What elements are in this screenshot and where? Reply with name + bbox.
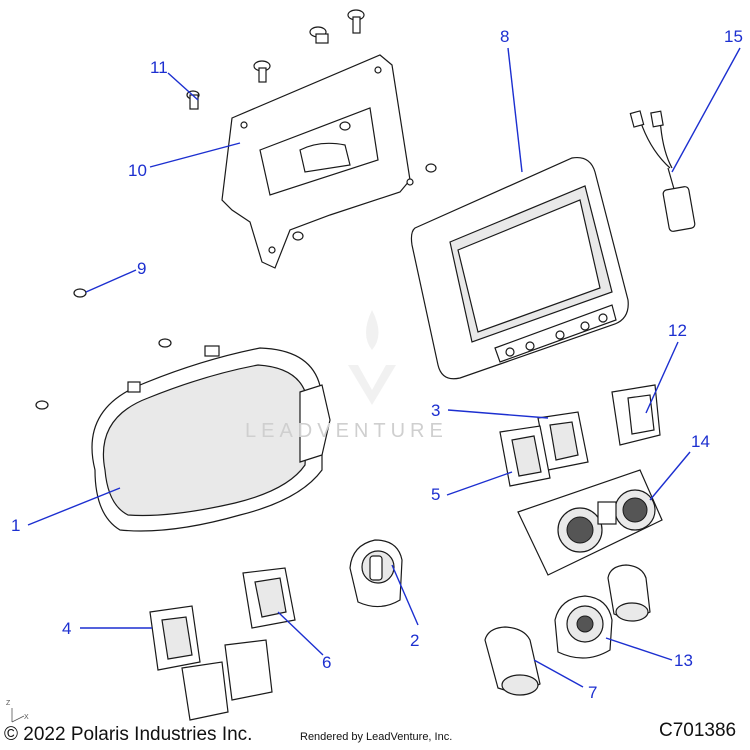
axis-indicator: [11, 708, 25, 723]
axis-label-x: X: [24, 714, 29, 721]
part-12-switch-bezel: [611, 384, 661, 446]
callout-5: 5: [431, 485, 440, 504]
callout-12: 12: [668, 321, 687, 340]
leader-5: [446, 471, 513, 496]
leader-lines: [27, 47, 741, 688]
leader-14: [649, 451, 691, 501]
callout-14: 14: [691, 432, 710, 451]
axis-label-z: Z: [6, 700, 11, 707]
callout-8: 8: [500, 27, 509, 46]
leader-12: [645, 341, 679, 414]
callout-4: 4: [62, 619, 71, 638]
part-6-rocker-switch: [242, 567, 296, 629]
part-7-power-outlets: [484, 564, 651, 696]
leader-6: [277, 611, 324, 656]
callout-11: 11: [150, 58, 168, 77]
part-4-switch-assembly: [149, 605, 273, 721]
part-13-usb-charger: [554, 595, 613, 659]
drawing-number: C701386: [659, 720, 737, 741]
leader-10: [149, 142, 241, 168]
callout-numbers: 1 2 3 4 5 6 7 8 9 10 11 12 13 14 15: [11, 27, 743, 702]
leader-2: [391, 564, 419, 626]
watermark-logo: [348, 310, 396, 405]
leader-7: [533, 659, 584, 688]
part-8-display-screen: [410, 156, 629, 380]
part-11-screws: [186, 9, 437, 241]
part-10-mounting-bracket: [221, 54, 414, 269]
callout-3: 3: [431, 401, 440, 420]
callout-1: 1: [11, 516, 20, 535]
leader-11: [167, 72, 199, 101]
rendered-by-text: Rendered by LeadVenture, Inc.: [300, 731, 453, 743]
callout-15: 15: [724, 27, 743, 46]
part-2-ignition-switch: [349, 539, 403, 608]
callout-13: 13: [674, 651, 693, 670]
leader-1: [27, 487, 121, 526]
callout-6: 6: [322, 653, 331, 672]
leader-8: [507, 47, 523, 173]
callout-2: 2: [410, 631, 419, 650]
callout-10: 10: [128, 161, 147, 180]
part-14-accessory-panel: [517, 469, 663, 576]
callout-7: 7: [588, 683, 597, 702]
callout-9: 9: [137, 259, 146, 278]
part-15-wiring-harness: [629, 110, 696, 232]
copyright-text: © 2022 Polaris Industries Inc.: [4, 724, 253, 745]
leader-3: [447, 409, 549, 419]
part-1-instrument-cluster: [91, 345, 331, 532]
leader-13: [605, 637, 673, 661]
leader-15: [671, 47, 741, 173]
part-9-screws: [35, 288, 172, 410]
part-5-rocker-switch: [499, 425, 551, 487]
watermark-text: LEADVENTURE: [245, 420, 448, 442]
leader-9: [85, 269, 137, 293]
